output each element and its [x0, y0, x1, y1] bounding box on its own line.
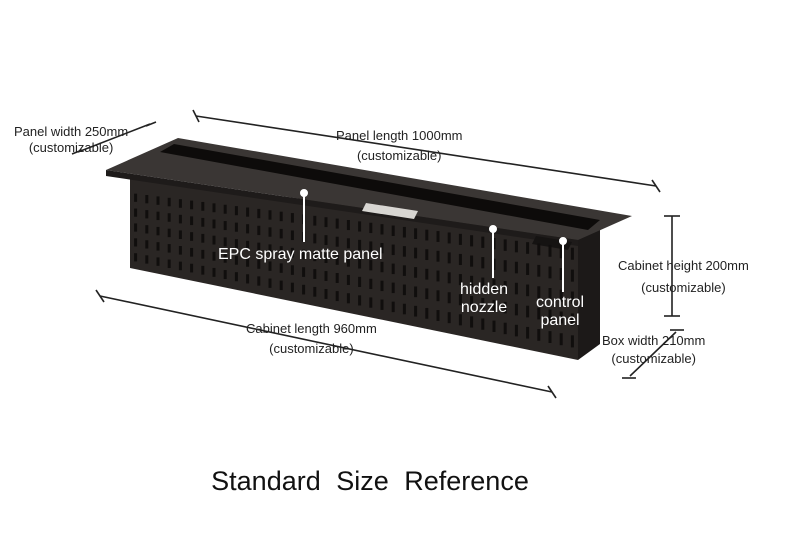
box-width-text: Box width 210mm	[602, 333, 706, 348]
nozzle-callout-line1: hidden	[460, 281, 509, 298]
page-title: Standard Size Reference	[211, 466, 529, 496]
nozzle-callout-line2: nozzle	[460, 299, 508, 316]
cabinet-length-text: Cabinet length 960mm	[246, 321, 377, 336]
nozzle-pointer-dot	[489, 225, 497, 233]
panel-width-label: Panel width 250mm (customizable)	[14, 124, 128, 156]
control-callout-line2: panel	[540, 312, 580, 329]
control-pointer-dot	[559, 237, 567, 245]
vent-slots	[134, 193, 574, 348]
control-callout-line1: control	[536, 294, 585, 311]
panel-length-text: Panel length 1000mm	[336, 128, 463, 143]
panel-width-dim-line	[77, 123, 151, 153]
box-width-note: (customizable)	[611, 351, 696, 366]
cabinet-length-label: Cabinet length 960mm (customizable)	[246, 321, 377, 357]
panel-length-dim-line	[195, 115, 657, 187]
cabinet-length-tick-left	[95, 289, 105, 303]
panel-length-label: Panel length 1000mm (customizable)	[336, 128, 462, 164]
cabinet-side-face	[578, 228, 600, 360]
panel-width-note: (customizable)	[28, 140, 114, 155]
cabinet-length-dim-line	[99, 295, 553, 393]
panel-length-tick-right	[651, 179, 661, 193]
panel-length-note: (customizable)	[356, 148, 442, 163]
top-panel-edge	[106, 170, 578, 246]
cabinet-height-text: Cabinet height 200mm	[618, 258, 749, 273]
panel-length-tick-left	[192, 109, 200, 123]
box-width-label: Box width 210mm (customizable)	[602, 333, 705, 367]
panel-width-tick-bottom	[71, 149, 83, 155]
panel-callout: EPC spray matte panel	[218, 246, 383, 263]
control-callout: control panel	[536, 294, 584, 330]
cabinet-height-label: Cabinet height 200mm (customizable)	[618, 258, 749, 296]
panel-pointer-dot	[300, 189, 308, 197]
cabinet-length-tick-right	[547, 385, 557, 399]
panel-width-tick-top	[145, 121, 157, 127]
box-width-dim-line	[629, 331, 677, 377]
panel-width-text: Panel width 250mm	[14, 124, 129, 139]
nozzle-callout: hidden nozzle	[460, 281, 508, 317]
cabinet-length-note: (customizable)	[269, 341, 354, 356]
cabinet-height-note: (customizable)	[641, 280, 726, 295]
warning-label	[362, 203, 418, 219]
burner-slot	[160, 144, 600, 230]
